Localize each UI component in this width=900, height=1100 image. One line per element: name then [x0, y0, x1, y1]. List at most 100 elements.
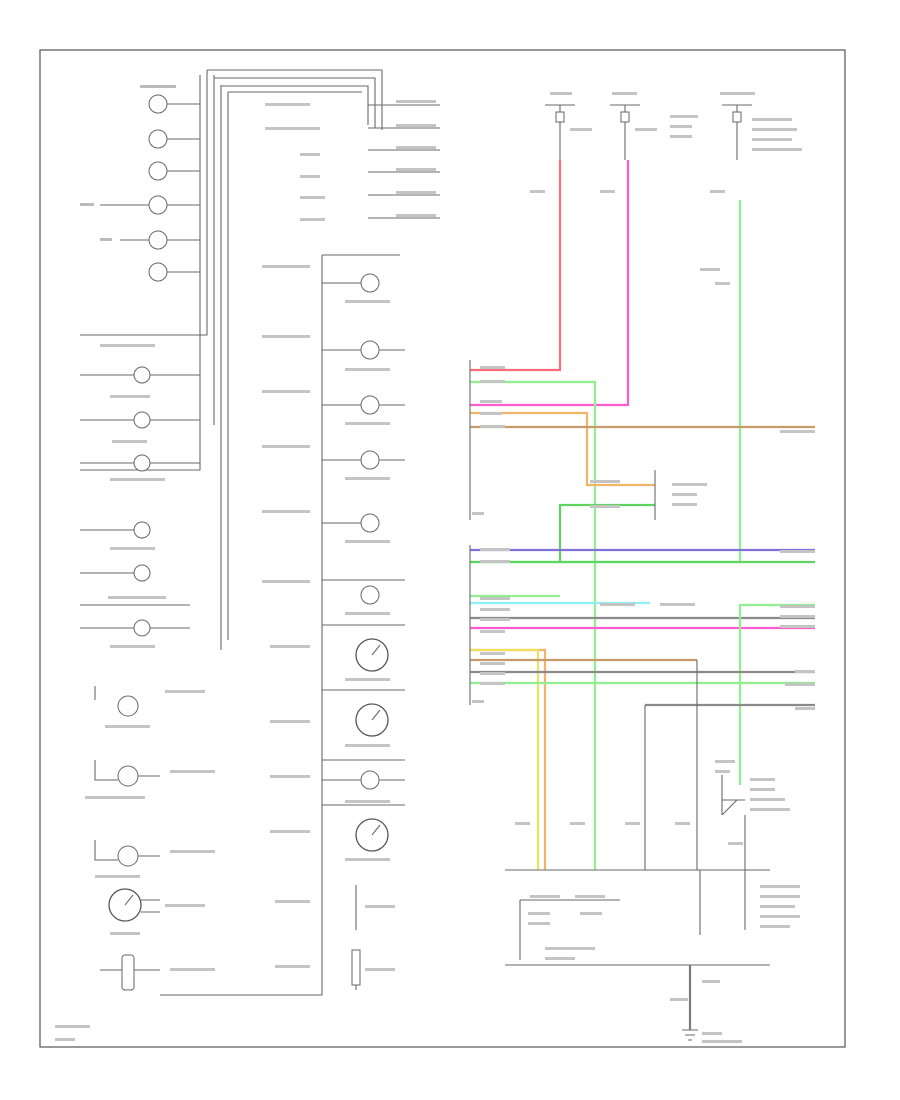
label-mark	[780, 550, 815, 553]
label-mark	[270, 775, 310, 778]
label-mark	[396, 191, 436, 194]
ground-icon	[682, 1029, 698, 1041]
label-mark	[170, 770, 215, 773]
label-mark	[625, 822, 640, 825]
label-mark	[170, 968, 215, 971]
label-mark	[480, 366, 505, 369]
label-mark	[702, 1040, 742, 1043]
cluster-top-bus-a	[207, 69, 383, 130]
label-mark	[110, 645, 155, 648]
label-mark	[670, 115, 698, 118]
label-mark	[530, 190, 545, 193]
module-internal	[519, 899, 620, 960]
label-mark	[760, 915, 800, 918]
lamp-icon	[360, 585, 380, 605]
label-mark	[262, 445, 310, 448]
switch-icon	[721, 775, 745, 816]
label-mark	[710, 190, 725, 193]
label-mark	[345, 744, 390, 747]
lamp-icon	[360, 273, 380, 293]
label-mark	[752, 128, 797, 131]
label-mark	[670, 998, 688, 1001]
label-mark	[670, 135, 692, 138]
label-mark	[480, 548, 510, 551]
instrument-cluster-section	[55, 69, 440, 1041]
label-mark	[472, 512, 484, 515]
label-mark	[720, 92, 755, 95]
label-mark	[760, 885, 800, 888]
label-mark	[275, 965, 310, 968]
gauge-needle	[371, 644, 381, 656]
label-mark	[170, 850, 215, 853]
label-mark	[780, 430, 815, 433]
label-mark	[262, 390, 310, 393]
gauge-wires	[322, 624, 405, 806]
label-mark	[262, 335, 310, 338]
label-mark	[265, 127, 320, 130]
fuse-icon	[555, 111, 565, 123]
label-mark	[612, 92, 637, 95]
label-mark	[715, 282, 730, 285]
label-mark	[575, 895, 605, 898]
label-mark	[345, 800, 390, 803]
label-mark	[760, 905, 795, 908]
lamp-icon	[133, 619, 151, 637]
lamp-icon	[360, 770, 380, 790]
label-mark	[480, 618, 510, 621]
label-mark	[780, 615, 815, 618]
label-mark	[480, 662, 505, 665]
label-mark	[95, 875, 140, 878]
cluster-top-bus-b	[214, 77, 376, 128]
fuse-block-top	[530, 92, 802, 193]
label-mark	[110, 478, 165, 481]
lamp-icon	[148, 161, 168, 181]
label-mark	[570, 128, 592, 131]
lamp-column-right	[322, 273, 405, 990]
lamp-icon	[117, 765, 139, 787]
lamp-icon	[148, 230, 168, 250]
lamp-icon	[133, 521, 151, 539]
label-mark	[55, 1025, 90, 1028]
label-mark	[345, 368, 390, 371]
label-mark	[396, 146, 436, 149]
label-mark	[345, 300, 390, 303]
lamp-icon	[133, 366, 151, 384]
label-mark	[702, 1032, 722, 1035]
label-mark	[750, 808, 790, 811]
label-mark	[262, 265, 310, 268]
lamp-icon	[360, 340, 380, 360]
lamp-icon	[148, 129, 168, 149]
label-mark	[275, 900, 310, 903]
right-connector-ends	[480, 268, 815, 773]
cluster-bus-a	[80, 75, 201, 471]
lamp-feed-wires	[167, 103, 200, 273]
label-mark	[265, 103, 310, 106]
label-mark	[480, 597, 510, 600]
label-mark	[702, 980, 720, 983]
label-mark	[700, 268, 720, 271]
body-control-module	[505, 660, 800, 1043]
lamp-icon	[117, 845, 139, 867]
wire-light-green	[470, 380, 597, 870]
gauge-wires	[141, 899, 160, 913]
wire-yellow	[470, 648, 540, 870]
diagram-frame	[39, 49, 846, 1048]
label-mark	[480, 608, 510, 611]
fuse-icon	[732, 111, 742, 123]
gauge-needle	[124, 894, 134, 906]
fuse-drops	[559, 105, 738, 160]
label-mark	[110, 395, 150, 398]
label-mark	[760, 925, 790, 928]
colored-wire-group	[470, 160, 815, 870]
label-mark	[345, 540, 390, 543]
label-mark	[300, 196, 325, 199]
label-mark	[345, 422, 390, 425]
label-mark	[262, 580, 310, 583]
label-mark	[728, 842, 743, 845]
cluster-bus-b	[80, 70, 208, 336]
cluster-top-bus-c	[221, 85, 369, 125]
label-mark	[545, 957, 575, 960]
cluster-connector-top	[265, 100, 440, 221]
label-mark	[105, 725, 150, 728]
